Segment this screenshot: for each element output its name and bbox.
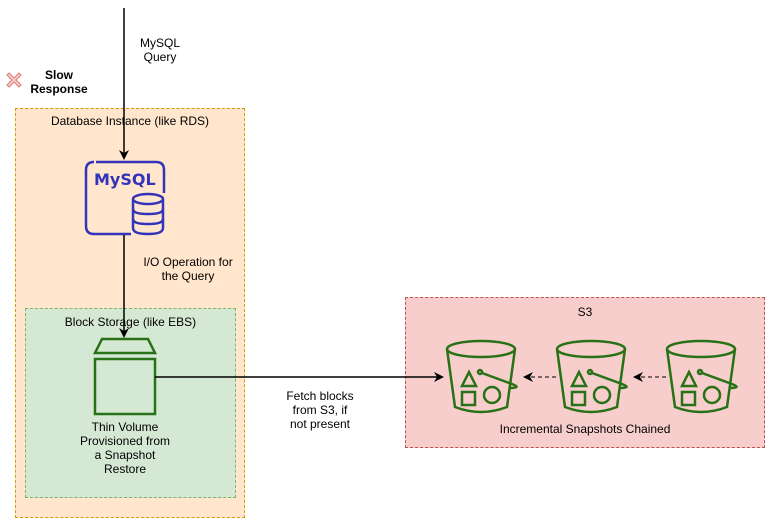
io-operation-label: I/O Operation for the Query [143, 255, 233, 283]
slow-response-label: Slow Response [30, 68, 88, 96]
mysql-icon: MySQL [84, 160, 166, 236]
s3-bucket-icon [555, 339, 628, 414]
s3-title: S3 [577, 305, 593, 319]
fetch-blocks-label: Fetch blocks from S3, if not present [286, 389, 354, 431]
s3-bucket-icon [665, 339, 738, 414]
s3-container [405, 297, 765, 448]
block-storage-title: Block Storage (like EBS) [64, 315, 197, 329]
s3-bucket-icon [445, 339, 518, 414]
mysql-query-label: MySQL Query [139, 36, 180, 64]
thin-volume-label: Thin Volume Provisioned from a Snapshot … [79, 420, 171, 476]
s3-caption: Incremental Snapshots Chained [499, 422, 671, 436]
mysql-icon-text: MySQL [94, 170, 156, 189]
database-instance-title: Database Instance (like RDS) [50, 114, 210, 128]
ebs-volume-icon [92, 337, 158, 416]
x-mark-icon [6, 72, 22, 88]
